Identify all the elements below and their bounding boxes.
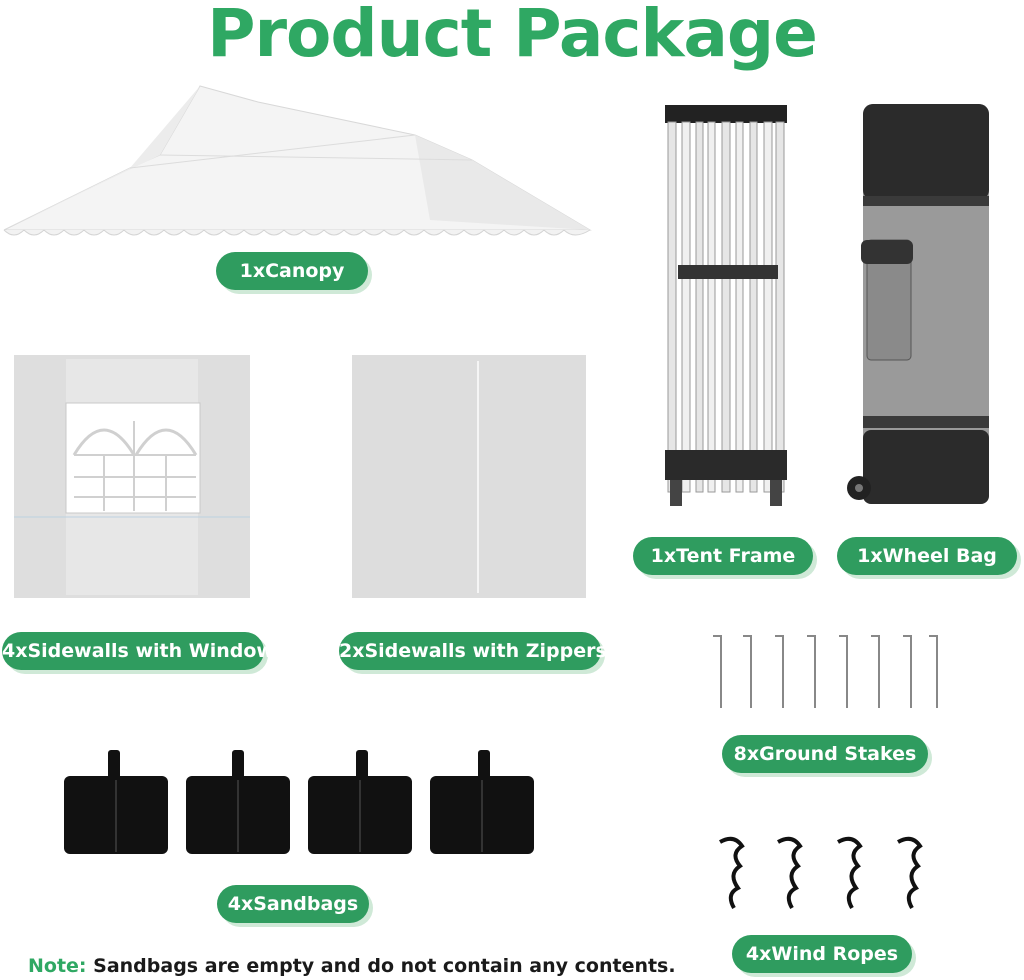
ground-stakes-image	[713, 635, 938, 708]
note: Note: Sandbags are empty and do not cont…	[28, 955, 676, 977]
sidewall-window-image	[14, 355, 250, 598]
wind-ropes-image	[719, 836, 923, 909]
sidewalls-windows-label: 4xSidewalls with Windows	[2, 632, 285, 670]
tent-frame-label: 1xTent Frame	[633, 537, 813, 575]
wheel-bag-label: 1xWheel Bag	[837, 537, 1017, 575]
ground-stakes-label: 8xGround Stakes	[722, 735, 928, 773]
canopy-label: 1xCanopy	[216, 252, 368, 290]
sidewalls-zippers-label: 2xSidewalls with Zippers	[339, 632, 607, 670]
note-text: Sandbags are empty and do not contain an…	[86, 955, 676, 977]
sandbags-image	[64, 750, 534, 854]
wind-ropes-label: 4xWind Ropes	[732, 935, 912, 973]
sidewall-zipper-image	[352, 355, 586, 598]
page-title: Product Package	[207, 0, 818, 72]
note-label: Note:	[28, 955, 87, 977]
sandbags-label: 4xSandbags	[217, 885, 369, 923]
tent-frame-image	[665, 105, 787, 506]
canopy-image	[3, 85, 592, 236]
wheel-bag-image	[847, 104, 989, 504]
